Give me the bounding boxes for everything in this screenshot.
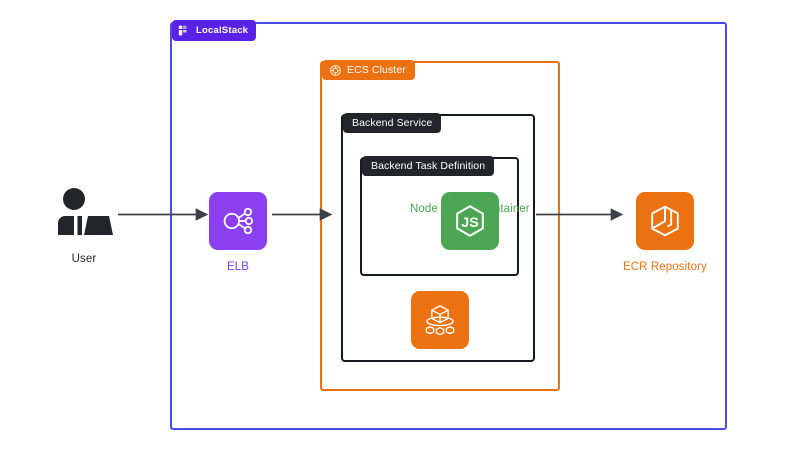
node-user-label: User <box>71 253 97 265</box>
node-elb-label: ELB <box>226 261 250 273</box>
localstack-logo-icon <box>178 24 191 37</box>
backend-task-definition-tag-label: Backend Task Definition <box>371 160 486 172</box>
node-ecr-repository-label: ECR Repository <box>623 261 707 273</box>
ecs-cluster-boundary-box <box>320 61 560 391</box>
elb-network-icon <box>209 192 267 250</box>
node-user: User <box>52 186 116 265</box>
node-ecr-repository: ECR Repository <box>623 192 707 273</box>
localstack-boundary-box <box>170 22 727 430</box>
node-elb: ELB <box>209 192 267 273</box>
node-node-server-container: JS Node Server Container <box>410 192 530 250</box>
ecs-cluster-icon <box>329 64 342 77</box>
ecs-container-cube-icon <box>411 291 469 349</box>
user-laptop-icon <box>52 186 116 242</box>
ecs-cluster-tag: ECS Cluster <box>322 60 415 80</box>
localstack-badge: LocalStack <box>172 20 257 41</box>
svg-text:JS: JS <box>461 215 478 231</box>
ecr-cube-icon <box>635 192 694 250</box>
ecs-cluster-tag-label: ECS Cluster <box>347 64 406 76</box>
localstack-badge-label: LocalStack <box>196 24 249 36</box>
backend-service-tag-label: Backend Service <box>352 117 433 129</box>
node-ecs-task <box>411 291 469 349</box>
backend-task-definition-tag: Backend Task Definition <box>362 156 495 176</box>
nodejs-hexagon-js-icon: JS <box>440 192 499 250</box>
backend-service-tag: Backend Service <box>343 113 442 133</box>
